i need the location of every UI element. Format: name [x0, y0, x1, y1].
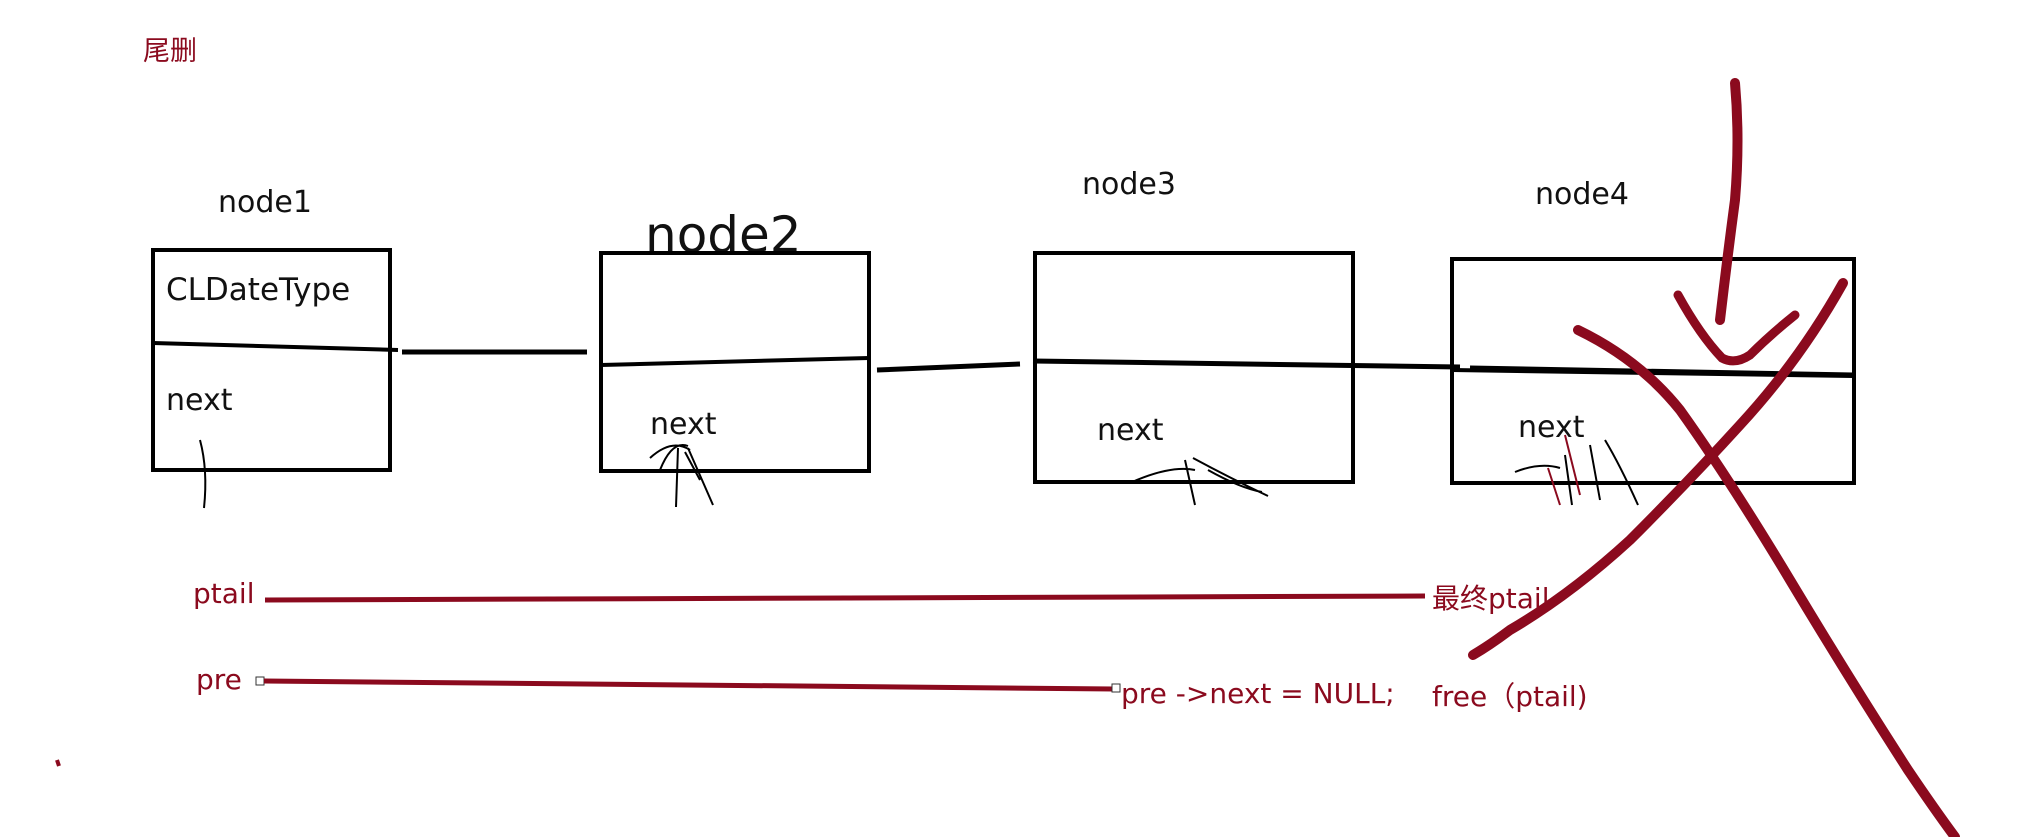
final-ptail-label: 最终ptail — [1432, 582, 1549, 615]
node-2-next-field: next — [650, 407, 717, 442]
node-1-divider — [152, 341, 399, 352]
node-4-next-field: next — [1518, 410, 1585, 445]
node-1-data-field: CLDateType — [166, 272, 350, 308]
node-4: node4 next — [1450, 177, 1856, 506]
node-1-scribble — [199, 439, 207, 509]
annotations: ptail 最终ptail pre pre ->next = NULL; fre… — [55, 577, 1588, 767]
cross-out-strokes — [1468, 78, 1960, 837]
node-4-label: node4 — [1535, 177, 1629, 212]
node-3-next-field: next — [1097, 413, 1164, 448]
stray-mark — [55, 759, 61, 767]
node-3-divider — [1032, 358, 1461, 370]
node-2: node2 next — [599, 206, 871, 508]
node-1: node1 CLDateType next — [151, 185, 399, 509]
node-1-next-field: next — [166, 383, 233, 418]
link-node2-node3 — [876, 361, 1021, 373]
pre-next-null-code: pre ->next = NULL; — [1121, 677, 1395, 710]
pre-line-end-handle — [1111, 683, 1121, 693]
down-arrow-head — [1673, 290, 1800, 366]
ptail-label: ptail — [193, 577, 254, 610]
node-4-red-scribble — [1547, 434, 1581, 506]
pre-arrow-line — [263, 678, 1115, 692]
pre-label: pre — [196, 663, 242, 696]
node-2-scribble — [649, 444, 714, 508]
node-1-box — [151, 248, 392, 472]
free-ptail-code: free（ptail) — [1432, 680, 1588, 713]
node-3-label: node3 — [1082, 167, 1176, 202]
page-title: 尾删 — [143, 36, 197, 67]
node-4-scribble — [1514, 439, 1639, 506]
node-3-box — [1033, 251, 1355, 484]
node-1-label: node1 — [218, 185, 312, 220]
node-3: node3 next — [1032, 167, 1461, 506]
down-arrow-shaft — [1715, 78, 1743, 325]
ptail-arrow-line — [264, 593, 1426, 603]
node-3-scribble — [1129, 457, 1269, 506]
cross-stroke-1 — [1468, 278, 1848, 660]
cross-stroke-2 — [1573, 325, 1960, 837]
node-2-divider — [600, 356, 870, 367]
pre-line-start-handle — [255, 676, 265, 686]
